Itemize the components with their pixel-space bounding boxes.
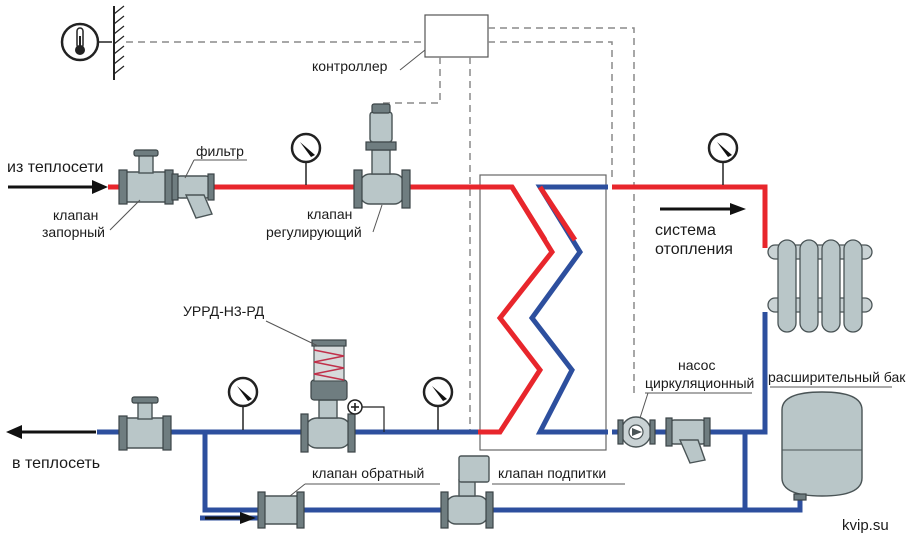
makeup-valve-label: клапан подпитки (498, 465, 606, 481)
circulation-pump (617, 416, 656, 448)
filter-label: фильтр (196, 143, 244, 159)
urrd-regulator (300, 339, 385, 453)
watermark: kvip.su (842, 517, 889, 534)
makeup-valve (440, 455, 494, 529)
gauge-supply-2 (707, 132, 739, 185)
gauge-return-1 (227, 376, 259, 430)
expansion-tank-label: расширительный бак (768, 369, 906, 385)
to-network-label: в теплосеть (12, 455, 100, 472)
inlet-arrow (8, 180, 108, 194)
bottom-inlet-arrow (205, 512, 256, 524)
gauge-icon (300, 142, 315, 157)
heat-exchanger (479, 174, 607, 451)
gauge-return-2 (422, 376, 454, 430)
outdoor-sensor (60, 5, 125, 80)
radiator-icon (767, 239, 873, 333)
controller-label: контроллер (312, 58, 388, 74)
gauge-supply-1 (290, 132, 322, 185)
shutoff-valve-return (118, 396, 172, 451)
filter-supply (171, 173, 215, 219)
regulating-valve-label-1: клапан (307, 206, 352, 222)
check-valve-label: клапан обратный (312, 465, 424, 481)
filter-return (665, 417, 711, 464)
heating-system-label-1: система (655, 222, 716, 239)
shutoff-valve-label-1: клапан (53, 207, 98, 223)
regulating-valve (353, 103, 411, 209)
pump-label-2: циркуляционный (645, 375, 754, 391)
heating-system-label-2: отопления (655, 241, 733, 258)
controller-box (424, 14, 489, 58)
check-valve (257, 491, 305, 529)
outlet-arrow (6, 425, 96, 439)
from-network-label: из теплосети (7, 159, 103, 176)
return-pipe (97, 312, 803, 521)
urrd-label: УРРД-Н3-РД (183, 303, 265, 319)
shutoff-valve-supply (118, 149, 174, 205)
expansion-tank (781, 391, 863, 501)
shutoff-valve-label-2: запорный (42, 224, 105, 240)
regulating-valve-label-2: регулирующий (266, 224, 362, 240)
pump-label-1: насос (678, 357, 715, 373)
heating-system-arrow (660, 203, 746, 215)
